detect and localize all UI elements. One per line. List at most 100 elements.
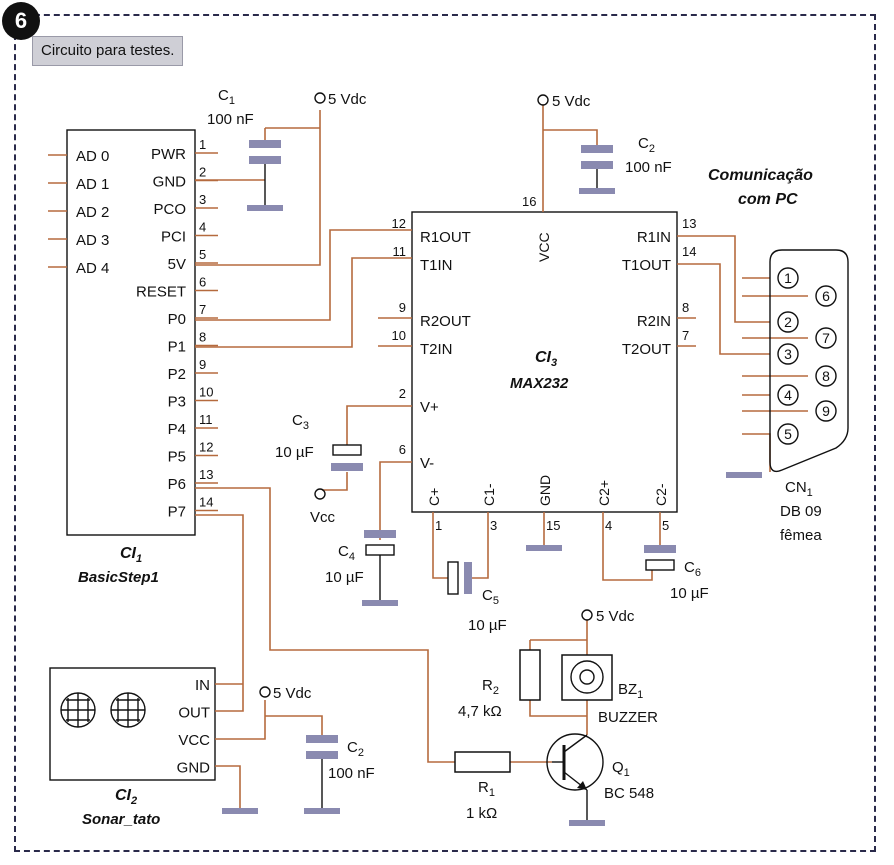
capacitor-c3: C3 10 µF — [275, 412, 363, 471]
ci1-pin-number: 2 — [199, 165, 206, 180]
ci3-left-pin-label: T2IN — [420, 341, 453, 358]
ci3-right-pin-label: R2IN — [637, 313, 671, 330]
ci1-right-pin-label: P0 — [168, 311, 186, 328]
ci1-pin-number: 14 — [199, 495, 213, 510]
db9-pin-number: 2 — [784, 314, 792, 330]
ci1-right-pin-label: P6 — [168, 476, 186, 493]
svg-text:10 µF: 10 µF — [275, 444, 314, 461]
db9-pin-circle — [777, 384, 799, 406]
ci1-right-pin-label: P5 — [168, 449, 186, 466]
ci1-right-pin-label: PCO — [153, 201, 186, 218]
svg-text:100 nF: 100 nF — [328, 765, 375, 782]
ci3-right-pin-label: R1IN — [637, 229, 671, 246]
ci3-bottom-pin-label: GND — [537, 475, 553, 506]
ci3-bottom-pin-label: C2- — [653, 483, 669, 506]
svg-text:5 Vdc: 5 Vdc — [552, 93, 591, 110]
resistor-r1: R1 1 kΩ — [454, 751, 511, 822]
ci1-left-pins: AD 0AD 1AD 2AD 3AD 4 — [48, 148, 109, 277]
ci1-right-pin-label: PCI — [161, 229, 186, 246]
svg-text:C2: C2 — [638, 135, 655, 155]
ci1-right-pin-label: P7 — [168, 504, 186, 521]
supply-terminal-c1: 5 Vdc — [314, 91, 367, 108]
ci3-pin-number: 15 — [546, 518, 560, 533]
svg-text:R2: R2 — [482, 677, 499, 697]
ci1-left-pin-label: AD 4 — [76, 260, 109, 277]
ci3-right-pin-label: T2OUT — [622, 341, 671, 358]
ci1-pin-number: 3 — [199, 192, 206, 207]
db9-title-line2: com PC — [738, 191, 798, 208]
ground-q1 — [569, 820, 605, 826]
ci1-pin-number: 8 — [199, 330, 206, 345]
db9-pin-circle — [777, 423, 799, 445]
figure-frame — [14, 14, 876, 852]
wires — [195, 105, 808, 808]
ci2-name: CI2 — [115, 787, 137, 807]
ci3-name: CI3 — [535, 349, 557, 369]
ci1-part: BasicStep1 — [78, 569, 159, 586]
capacitor-c4: C4 10 µF — [325, 530, 398, 606]
db9-pin-number: 7 — [822, 330, 830, 346]
svg-text:100 nF: 100 nF — [625, 159, 672, 176]
figure-caption: Circuito para testes. — [32, 36, 184, 66]
ci1-pin-number: 4 — [199, 220, 206, 235]
ci1-pin-number: 9 — [199, 357, 206, 372]
svg-text:5 Vdc: 5 Vdc — [596, 608, 635, 625]
svg-text:C2: C2 — [347, 739, 364, 759]
svg-text:BC 548: BC 548 — [604, 785, 654, 802]
ci1-right-pin-label: P1 — [168, 339, 186, 356]
ci3-pin-number: 13 — [682, 216, 696, 231]
db9-type: DB 09 — [780, 503, 822, 520]
sonar-transducer-right-icon — [110, 692, 146, 728]
ci1-name: CI1 — [120, 545, 142, 565]
ci3-left-pin-label: R2OUT — [420, 313, 471, 330]
ci3-pin-number: 10 — [392, 328, 406, 343]
figure-number-badge: 6 — [2, 2, 40, 40]
ci1-right-pin-label: P4 — [168, 421, 186, 438]
ci1-pin-number: 12 — [199, 440, 213, 455]
svg-text:100 nF: 100 nF — [207, 111, 254, 128]
ci1-right-pin-label: P2 — [168, 366, 186, 383]
ci1-right-pin-label: PWR — [151, 146, 186, 163]
svg-text:4,7 kΩ: 4,7 kΩ — [458, 703, 502, 720]
supply-terminal-ci3: 5 Vdc — [537, 93, 591, 110]
db9-pin-number: 9 — [822, 403, 830, 419]
db9-pin-number: 8 — [822, 368, 830, 384]
svg-text:Q1: Q1 — [612, 759, 630, 779]
ci1-pin-number: 7 — [199, 302, 206, 317]
ci3-pin-number: 3 — [490, 518, 497, 533]
resistor-r2: R2 4,7 kΩ — [458, 649, 541, 720]
ci1-left-pin-label: AD 0 — [76, 148, 109, 165]
ci3-bottom-pin-label: C2+ — [596, 480, 612, 506]
ci3-pin-number: 5 — [662, 518, 669, 533]
ci2-part: Sonar_tato — [82, 811, 160, 828]
svg-text:BUZZER: BUZZER — [598, 709, 658, 726]
ci1-pin-number: 5 — [199, 247, 206, 262]
ci3-pin-number: 8 — [682, 300, 689, 315]
supply-terminal-buzzer: 5 Vdc — [581, 608, 635, 625]
svg-text:5 Vdc: 5 Vdc — [273, 685, 312, 702]
ci1-right-pins: PWR1GND2PCO3PCI45V5RESET6P07P18P29P310P4… — [136, 137, 218, 521]
db9-pin-number: 6 — [822, 288, 830, 304]
ci1-right-pin-label: 5V — [168, 256, 186, 273]
svg-text:10 µF: 10 µF — [670, 585, 709, 602]
ci2-pin-label: IN — [195, 677, 210, 694]
svg-text:C3: C3 — [292, 412, 309, 432]
db9-pin-circle — [777, 343, 799, 365]
ci3-pin-number: 6 — [399, 442, 406, 457]
svg-text:10 µF: 10 µF — [325, 569, 364, 586]
capacitor-c5: C5 10 µF — [447, 561, 507, 634]
ci1-left-pin-label: AD 3 — [76, 232, 109, 249]
supply-terminal-sonar: 5 Vdc — [259, 685, 312, 702]
db9-pin-number: 3 — [784, 346, 792, 362]
ground-db9 — [726, 472, 762, 478]
ci1-right-pin-label: P3 — [168, 394, 186, 411]
ci3-pins: R1OUT12T1IN11R2OUT9T2IN10V+2V-6R1IN13T1O… — [392, 194, 697, 533]
ci1-pin-number: 6 — [199, 275, 206, 290]
ci3-left-pin-label: V+ — [420, 399, 439, 416]
ci3-right-pin-label: T1OUT — [622, 257, 671, 274]
ci1-left-pin-label: AD 2 — [76, 204, 109, 221]
ci3-pin-number: 7 — [682, 328, 689, 343]
